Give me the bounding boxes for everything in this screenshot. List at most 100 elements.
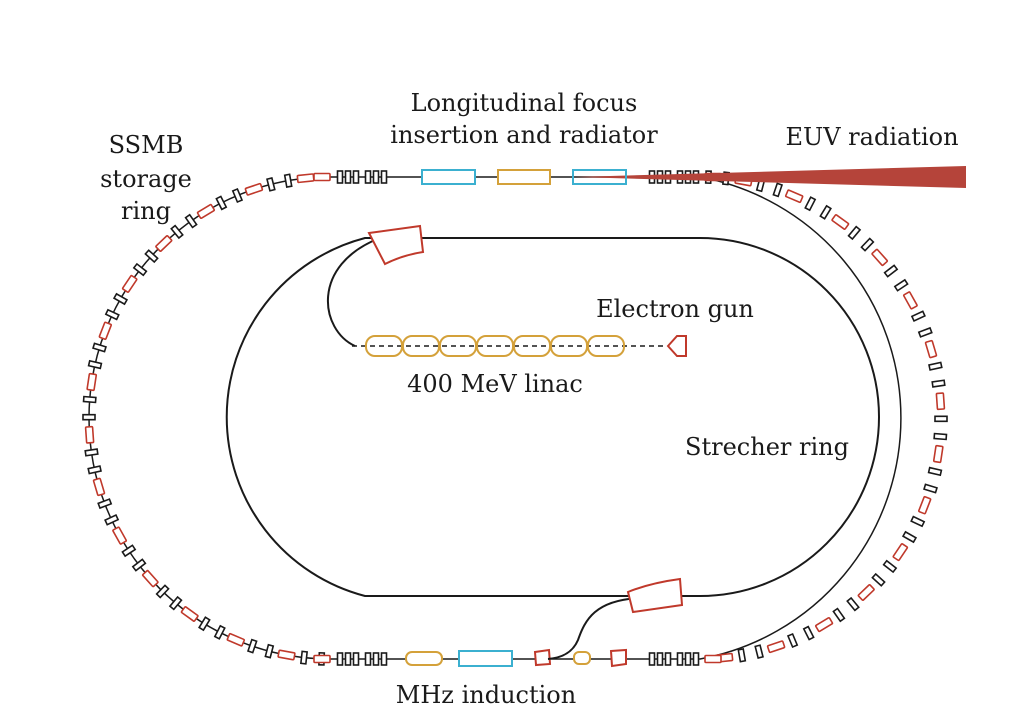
ring-quadrupole-magnet xyxy=(772,182,784,198)
ring-quadrupole-magnet xyxy=(87,359,103,370)
ring-dipole-magnet xyxy=(313,172,331,182)
ring-dipole-magnet xyxy=(196,203,215,219)
ring-quadrupole-magnet xyxy=(846,596,860,612)
ring-dipole-magnet xyxy=(277,649,296,661)
ring-quadrupole-magnet xyxy=(104,514,120,526)
ring-quadrupole-magnet xyxy=(104,308,120,321)
ring-dipole-magnet xyxy=(296,173,315,184)
bottom-extraction-kicker xyxy=(609,648,627,668)
ring-quadrupole-magnet xyxy=(910,515,926,528)
bottom-undulator xyxy=(458,650,513,667)
ring-quadrupole-magnet xyxy=(97,498,113,510)
ring-quadrupole-magnet xyxy=(802,625,815,641)
stretcher-to-ssmb-transfer-line xyxy=(547,597,641,660)
ring-quadrupole-magnet xyxy=(372,170,380,184)
ring-quadrupole-magnet xyxy=(246,638,258,654)
ring-quadrupole-magnet xyxy=(754,644,764,660)
ring-quadrupole-magnet xyxy=(215,195,228,211)
bottom-injection-kicker xyxy=(533,648,552,667)
electron-gun-label: Electron gun xyxy=(596,295,754,323)
ring-quadrupole-magnet xyxy=(344,652,352,666)
ring-dipole-magnet xyxy=(226,632,246,647)
ring-quadrupole-magnet xyxy=(170,224,184,240)
ring-dipole-magnet xyxy=(112,526,127,545)
ring-dipole-magnet xyxy=(871,248,889,267)
ring-quadrupole-magnet xyxy=(786,632,799,649)
ring-dipole-magnet xyxy=(84,425,95,444)
ring-quadrupole-magnet xyxy=(84,448,99,457)
ring-quadrupole-magnet xyxy=(82,413,96,421)
ring-dipole-magnet xyxy=(98,321,112,341)
ssmb-storage-ring-path xyxy=(88,176,902,660)
ring-quadrupole-magnet xyxy=(931,379,946,388)
ssmb-label-line3: ring xyxy=(121,197,171,225)
ring-quadrupole-magnet xyxy=(819,204,832,220)
ssmb-ring-magnet-lattice xyxy=(82,170,948,666)
ssmb-label-line2: storage xyxy=(100,165,192,193)
ring-dipole-magnet xyxy=(313,654,331,664)
ring-quadrupole-magnet xyxy=(893,278,909,292)
insertion-label-line1: Longitudinal focus xyxy=(411,89,638,117)
ring-quadrupole-magnet xyxy=(917,326,933,338)
stretcher-extraction-dipole xyxy=(626,577,684,614)
ring-dipole-magnet xyxy=(766,640,786,654)
stretcher-injection-dipole xyxy=(367,224,425,266)
linac-cavity xyxy=(587,335,625,357)
ring-quadrupole-magnet xyxy=(231,187,244,204)
ring-quadrupole-magnet xyxy=(380,652,388,666)
ring-dipole-magnet xyxy=(935,392,946,411)
ring-quadrupole-magnet xyxy=(901,530,918,544)
ring-quadrupole-magnet xyxy=(144,249,159,264)
ring-quadrupole-magnet xyxy=(266,176,276,192)
ring-quadrupole-magnet xyxy=(684,652,692,666)
ring-dipole-magnet xyxy=(857,584,875,601)
ring-quadrupole-magnet xyxy=(264,643,275,659)
ssmb-label-line1: SSMB xyxy=(109,131,184,159)
ring-quadrupole-magnet xyxy=(352,652,360,666)
ring-quadrupole-magnet xyxy=(87,465,102,475)
ring-quadrupole-magnet xyxy=(832,607,846,623)
bottom-small-cavity xyxy=(573,651,591,665)
ring-quadrupole-magnet xyxy=(112,292,129,306)
electron-gun-icon xyxy=(666,335,687,357)
ring-quadrupole-magnet xyxy=(927,466,943,477)
ring-quadrupole-magnet xyxy=(648,652,656,666)
ring-quadrupole-magnet xyxy=(213,624,226,640)
ring-quadrupole-magnet xyxy=(860,237,875,252)
insertion-label-line2: insertion and radiator xyxy=(390,121,658,149)
linac-label: 400 MeV linac xyxy=(407,370,583,398)
ring-dipole-magnet xyxy=(704,654,722,664)
ring-quadrupole-magnet xyxy=(656,652,664,666)
ring-quadrupole-magnet xyxy=(168,595,183,611)
ring-quadrupole-magnet xyxy=(737,648,747,663)
ring-quadrupole-magnet xyxy=(336,652,344,666)
ring-quadrupole-magnet xyxy=(847,225,862,241)
ring-quadrupole-magnet xyxy=(923,483,938,494)
ring-dipole-magnet xyxy=(903,291,918,310)
ring-quadrupole-magnet xyxy=(933,432,948,441)
mhz-induction-label: MHz induction xyxy=(396,681,576,704)
ring-dipole-magnet xyxy=(180,606,199,622)
ring-quadrupole-magnet xyxy=(871,572,886,587)
ring-dipole-magnet xyxy=(244,182,264,196)
ring-quadrupole-magnet xyxy=(352,170,360,184)
ring-quadrupole-magnet xyxy=(121,544,137,558)
ring-quadrupole-magnet xyxy=(344,170,352,184)
ring-quadrupole-magnet xyxy=(131,558,147,572)
ring-quadrupole-magnet xyxy=(804,196,817,212)
ring-quadrupole-magnet xyxy=(380,170,388,184)
ring-dipole-magnet xyxy=(784,189,804,204)
ring-quadrupole-magnet xyxy=(132,262,148,277)
euv-radiation-beam xyxy=(575,166,966,188)
euv-radiation-label: EUV radiation xyxy=(785,123,958,151)
ring-quadrupole-magnet xyxy=(372,652,380,666)
ring-quadrupole-magnet xyxy=(198,616,211,632)
ring-dipole-magnet xyxy=(86,372,98,392)
bottom-induction-cavity xyxy=(405,651,443,666)
ring-quadrupole-magnet xyxy=(283,173,293,188)
top-radiator-undulator xyxy=(572,169,627,185)
ring-quadrupole-magnet xyxy=(364,652,372,666)
ring-dipole-magnet xyxy=(121,274,138,293)
top-modulator-cavity xyxy=(497,169,551,185)
ring-quadrupole-magnet xyxy=(155,584,170,599)
